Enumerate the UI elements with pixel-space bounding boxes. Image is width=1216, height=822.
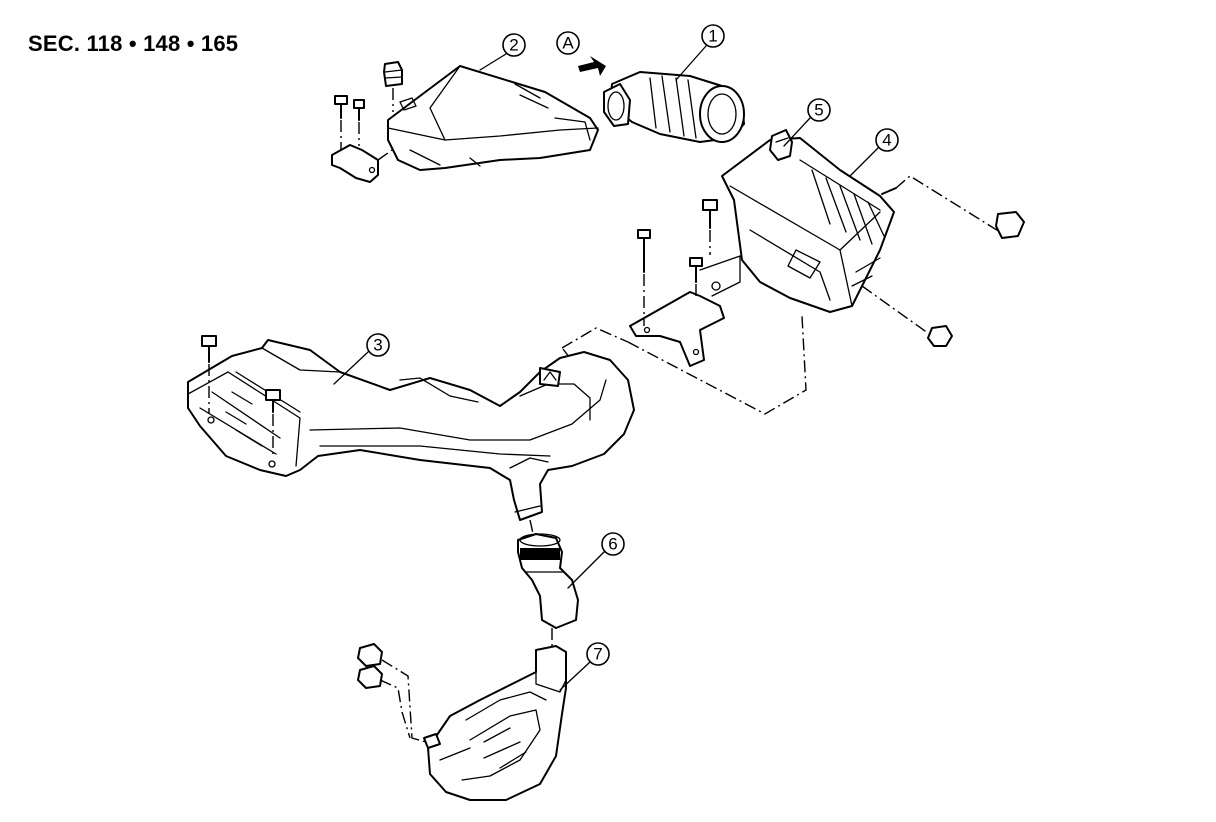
callout-2-label: 2 — [509, 36, 518, 55]
callout-2: 2 — [479, 33, 526, 71]
callout-4-label: 4 — [882, 131, 891, 150]
callout-5-label: 5 — [814, 101, 823, 120]
part-4-air-cleaner-case — [561, 137, 1025, 415]
callout-3-label: 3 — [373, 336, 382, 355]
part-5-clip — [769, 129, 793, 161]
callout-7: 7 — [559, 642, 610, 691]
callout-3: 3 — [333, 333, 390, 385]
view-marker-label: A — [562, 34, 574, 53]
callout-6-label: 6 — [608, 535, 617, 554]
view-arrow — [578, 56, 606, 76]
part-1-air-duct-hose — [603, 71, 745, 143]
callout-1: 1 — [675, 24, 725, 81]
part-2-resonator-cover — [331, 61, 599, 183]
callout-6: 6 — [567, 532, 625, 589]
part-6-connecting-hose — [517, 519, 579, 646]
part-3-air-inlet-duct — [187, 335, 635, 521]
callout-1-label: 1 — [708, 27, 717, 46]
callout-5: 5 — [783, 98, 831, 147]
part-7-lower-resonator — [357, 643, 567, 801]
section-label: SEC. 118 • 148 • 165 — [28, 31, 239, 56]
callout-4: 4 — [849, 128, 899, 177]
callout-7-label: 7 — [593, 645, 602, 664]
view-marker-a: A — [556, 31, 580, 55]
